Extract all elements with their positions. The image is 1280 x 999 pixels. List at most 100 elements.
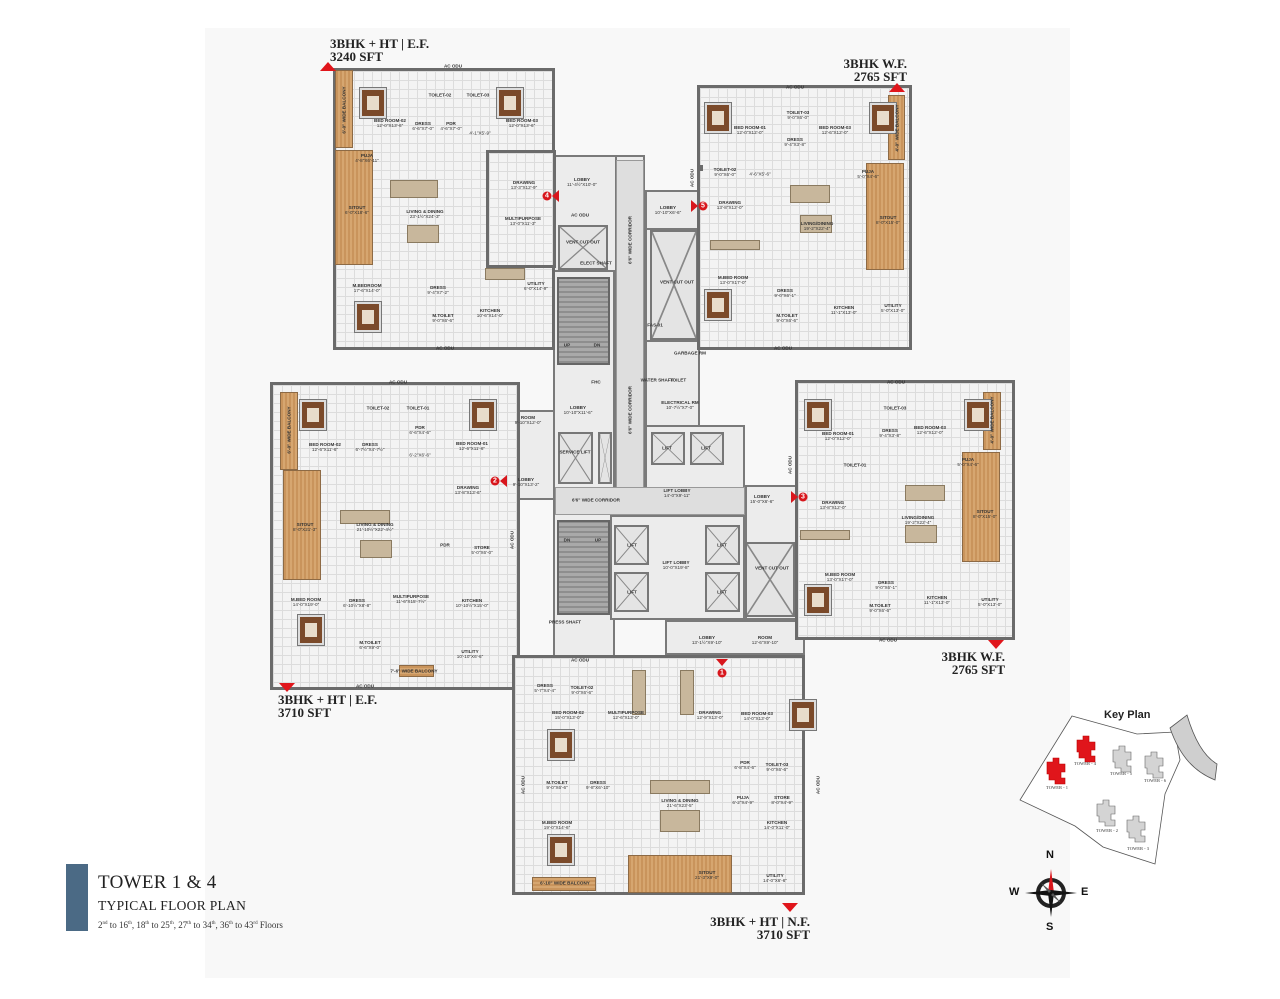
entry-arrow-icon [552,190,559,202]
room-size: 9'-4"X3'-8" [879,433,901,438]
core-room-label: VENT CUT OUT [755,566,789,571]
entry-arrow-icon [716,659,728,666]
bed-icon [360,88,386,118]
furniture-icon [340,510,390,524]
ordinal-suffix: nd [102,921,108,926]
unit-pointer-icon [782,903,798,912]
room-size: 12'-6"X13'-0" [612,715,640,720]
floor-range-text: , 27 [173,920,188,930]
room-name: LIFT [717,542,727,548]
room-label: AC ODU [788,456,793,474]
room-size: 9'-10"X12'-0" [514,420,542,425]
room-name: M.BED ROOM [541,820,573,825]
room-label: 6'-10" WIDE BALCONY [540,881,590,886]
room-size: 8'-0"X21'-3" [293,527,317,532]
room-size: 12'-0"X13'-6" [508,123,536,128]
room-name: LIFT [701,445,711,451]
core-room-label: 6'6" WIDE CORRIDOR [572,498,620,503]
room-size: 6'-0"X18'-6" [345,210,369,215]
room-size: 15'-0"X13'-0" [554,715,582,720]
room-size: 11'-1"X13'-0" [923,600,951,605]
room-name: UP [594,537,602,543]
room-size: 10'-10"X6'-6" [456,654,484,659]
room-name: UTILITY [527,281,545,286]
room-label: AC ODU [879,638,897,643]
room-size: 9'-4"X7'-2" [427,290,449,295]
room-name: UTILITY [766,873,784,878]
core-room-label: DN [564,538,571,543]
room-name: ROOM [757,635,773,640]
core-room-label: PRESS SHAFT [549,620,581,625]
room-label: TOILET-02 [429,93,452,98]
room-label: PDR [440,543,450,548]
room-label: AC ODU [521,776,526,794]
room-name: TOILET-03 [765,762,789,767]
room-name: LIFT [717,589,727,595]
room-name: BED ROOM-03 [819,125,851,130]
room-name: UTILITY [884,303,902,308]
room-size: 13'-8"X12'-0" [819,505,847,510]
room-name: M.TOILET [869,603,891,608]
room-name: LOBBY [698,635,716,640]
room-label: AC ODU [444,64,462,69]
room-label: AC ODU [786,85,804,90]
room-name: WATER SHAFT [640,377,674,383]
furniture-icon [650,780,710,794]
room-name: LIVING & DINING [356,522,394,527]
vent-cut-out [558,225,608,270]
room-name: TOILET-02 [366,405,390,411]
room-name: 6'6" WIDE CORRIDOR [572,497,620,503]
bed-icon [705,103,731,133]
room-label: AC ODU [816,776,821,794]
key-plan-tower [1096,799,1116,827]
room-name: SITOUT [348,205,366,210]
room-name: LIFT LOBBY [663,488,691,493]
room-name: AC ODU [773,345,793,351]
furniture-icon [660,810,700,832]
unit-area: 2765 SFT [951,662,1005,677]
room-size: 23'-1½"X24'-3" [409,214,441,219]
room-name: AC ODU [435,345,455,351]
room-name: DRAWING [512,180,536,185]
room-name: DRESS [882,428,898,433]
furniture-icon [632,670,646,715]
room-size: 12'-9"X13'-0" [696,715,724,720]
room-size: 8'-0"X15'-0" [876,220,900,225]
room-name: AC ODU [388,379,408,385]
room-size: 9'-0"X6'-1" [774,293,796,298]
room-name: TOILET-02 [713,167,737,172]
unit-label-left: 3BHK + HT | E.F.3710 SFT [278,693,377,719]
room-name: DRESS [777,288,793,293]
furniture-icon [407,225,439,243]
room-name: ROOM [520,415,536,420]
room-size: 9'-0"X6'-6" [571,690,593,695]
room-name: MULTIPURPOSE [607,710,645,715]
room-size: 19'-0"X14'-6" [543,825,571,830]
room-name: FHC [591,379,601,385]
room-name: BED ROOM-02 [374,118,406,123]
room-size: 5'-0"X4'-6" [957,462,979,467]
room-name: SITOUT [879,215,897,220]
room-label: TOILET-01 [844,463,867,468]
